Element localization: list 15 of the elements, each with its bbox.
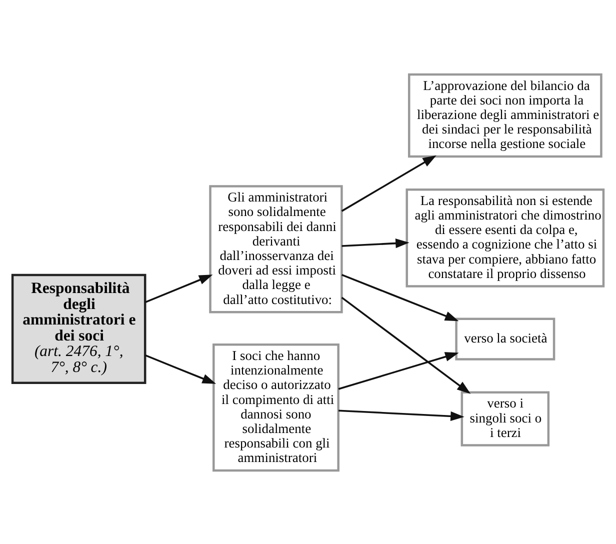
node-box: Responsabilità degli amministratori e dei soci (art. 2476, 1°, 7°, 8° c.) <box>11 273 146 384</box>
node-box: L’approvazione del bilancio da parte dei soci non importa la liberazione degli amministratori e dei sindaci per le responsabilità incorse nella gestione sociale <box>408 72 602 158</box>
node-box: La responsabilità non si estende agli amministratori che dimostrino di essere esenti da colpa e, essendo a cognizione che l’atto si stava per compiere, abbiano fatto constatare il proprio dissenso <box>406 188 605 287</box>
node-box: Gli amministratori sono solidalmente responsabili dei danni derivanti dall’inosservanza dei doveri ad essi imposti dalla legge e dall’atto costitutivo: <box>209 184 343 313</box>
arrow <box>341 296 471 394</box>
arrow <box>145 274 213 302</box>
node-box: verso i singoli soci o i terzi <box>460 390 550 446</box>
arrow <box>341 154 436 212</box>
arrow <box>338 352 459 390</box>
node-box: I soci che hanno intenzionalmente deciso o autorizzato il compimento di atti dannosi sono solidalmente responsabili con gli amministratori <box>212 343 340 472</box>
arrow <box>342 273 459 321</box>
node-box: verso la società <box>455 317 556 360</box>
arrow <box>338 409 464 420</box>
arrow <box>342 238 410 248</box>
arrow <box>145 354 216 384</box>
